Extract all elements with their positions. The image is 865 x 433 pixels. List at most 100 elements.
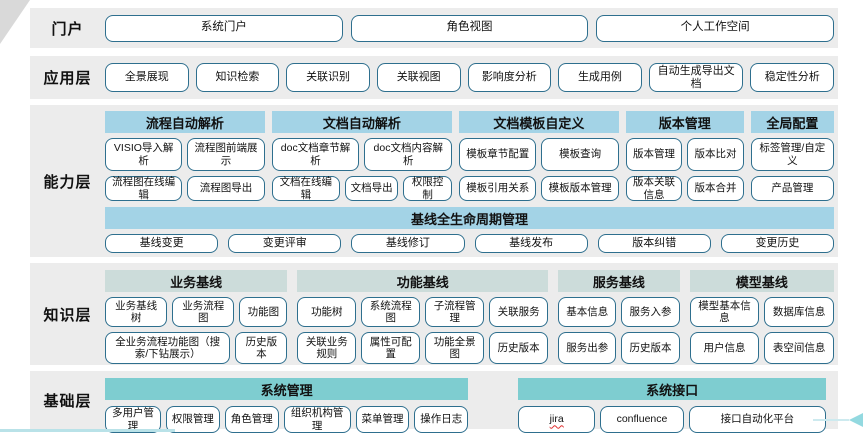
group-global-config: 全局配置 标签管理/自定义 产品管理 — [750, 111, 834, 201]
group-business-baseline: 业务基线 业务基线树 业务流程图 功能图 全业务流程功能图（搜索/下钻展示） 历… — [105, 270, 288, 364]
application-layer-label: 应用层 — [43, 70, 92, 87]
portal-layer-band: 门户 系统门户 角色视图 个人工作空间 — [30, 8, 838, 48]
group-version-mgmt: 版本管理 版本管理 版本比对 版本关联信息 版本合并 — [625, 111, 744, 201]
group-header-document-auto-parse: 文档自动解析 — [271, 111, 453, 133]
application-layer-content: 全景展现 知识检索 关联识别 关联视图 影响度分析 生成用例 自动生成导出文档 … — [105, 56, 838, 99]
node-generate-usecase: 生成用例 — [558, 63, 642, 92]
node-baseline-change: 基线变更 — [105, 234, 219, 253]
left-arrow-icon — [849, 413, 863, 427]
group-header-doc-template-custom: 文档模板自定义 — [459, 111, 619, 133]
foundation-layer-content: 系统管理 多用户管理 权限管理 角色管理 组织机构管理 菜单管理 操作日志 系统… — [105, 371, 838, 433]
foundation-layer-band: 基础层 系统管理 多用户管理 权限管理 角色管理 组织机构管理 菜单管理 操作日… — [30, 371, 838, 433]
group-system-mgmt: 系统管理 多用户管理 权限管理 角色管理 组织机构管理 菜单管理 操作日志 — [105, 378, 469, 433]
arrow-line — [813, 419, 849, 421]
group-header-process-auto-parse: 流程自动解析 — [105, 111, 265, 133]
node-model-basic-info: 模型基本信息 — [689, 297, 760, 327]
node-template-version-mgmt: 模板版本管理 — [541, 176, 619, 201]
group-system-interface: 系统接口 jira confluence 接口自动化平台 — [518, 378, 826, 433]
capability-groups: 流程自动解析 VISIO导入解析 流程图前端展示 流程图在线编辑 流程图导出 文… — [105, 111, 834, 201]
node-product-mgmt: 产品管理 — [750, 176, 834, 201]
group-header-business-baseline: 业务基线 — [105, 270, 288, 292]
node-version-mgmt: 版本管理 — [625, 138, 683, 171]
node-tablespace-info: 表空间信息 — [764, 332, 835, 364]
group-model-baseline: 模型基线 模型基本信息 数据库信息 用户信息 表空间信息 — [689, 270, 835, 364]
node-doc-export: 文档导出 — [344, 176, 399, 201]
node-baseline-publish: 基线发布 — [474, 234, 588, 253]
baseline-lifecycle-row: 基线变更 变更评审 基线修订 基线发布 版本纠错 变更历史 — [105, 234, 835, 253]
node-relation-view: 关联视图 — [376, 63, 461, 92]
node-auto-generate-export-doc: 自动生成导出文档 — [648, 63, 744, 92]
group-header-system-mgmt: 系统管理 — [105, 378, 469, 400]
node-flowchart-online-edit: 流程图在线编辑 — [105, 176, 183, 201]
node-version-merge: 版本合并 — [687, 176, 744, 201]
node-personal-workspace: 个人工作空间 — [596, 14, 835, 42]
node-doc-chapter-parse: doc文档章节解析 — [271, 138, 360, 171]
node-menu-mgmt: 菜单管理 — [355, 406, 410, 433]
node-business-baseline-tree: 业务基线树 — [105, 297, 168, 327]
node-tag-mgmt-custom: 标签管理/自定义 — [750, 138, 834, 171]
node-interface-automation-platform: 接口自动化平台 — [688, 406, 826, 433]
node-permission-control: 权限控制 — [403, 176, 453, 201]
node-doc-online-edit: 文档在线编辑 — [271, 176, 340, 201]
group-header-function-baseline: 功能基线 — [297, 270, 549, 292]
node-knowledge-search: 知识检索 — [195, 63, 280, 92]
node-org-structure-mgmt: 组织机构管理 — [283, 406, 351, 433]
group-service-baseline: 服务基线 基本信息 服务入参 服务出参 历史版本 — [558, 270, 680, 364]
node-flowchart-frontend-display: 流程图前端展示 — [187, 138, 265, 171]
node-related-services: 关联服务 — [489, 297, 549, 327]
node-function-diagram: 功能图 — [239, 297, 288, 327]
group-doc-template-custom: 文档模板自定义 模板章节配置 模板查询 模板引用关系 模板版本管理 — [459, 111, 619, 201]
node-flowchart-export: 流程图导出 — [187, 176, 265, 201]
group-header-service-baseline: 服务基线 — [558, 270, 680, 292]
portal-layer-content: 系统门户 角色视图 个人工作空间 — [105, 8, 838, 48]
node-doc-content-parse: doc文档内容解析 — [364, 138, 453, 171]
node-full-business-flow-function-map: 全业务流程功能图（搜索/下钻展示） — [105, 332, 231, 364]
node-user-info: 用户信息 — [689, 332, 760, 364]
node-role-view: 角色视图 — [350, 14, 589, 42]
node-version-correction: 版本纠错 — [597, 234, 711, 253]
portal-layer-label: 门户 — [51, 20, 84, 38]
application-layer-band: 应用层 全景展现 知识检索 关联识别 关联视图 影响度分析 生成用例 自动生成导… — [30, 56, 838, 99]
node-related-business-rules: 关联业务规则 — [297, 332, 357, 364]
node-function-panorama: 功能全景图 — [425, 332, 485, 364]
capability-layer-band: 能力层 流程自动解析 VISIO导入解析 流程图前端展示 流程图在线编辑 流程图… — [30, 105, 838, 257]
foundation-groups: 系统管理 多用户管理 权限管理 角色管理 组织机构管理 菜单管理 操作日志 系统… — [105, 378, 826, 433]
node-function-tree: 功能树 — [297, 297, 357, 327]
node-subprocess-mgmt: 子流程管理 — [425, 297, 485, 327]
node-system-flowchart: 系统流程图 — [361, 297, 421, 327]
node-service-output-param: 服务出参 — [558, 332, 617, 364]
node-baseline-revise: 基线修订 — [351, 234, 465, 253]
bottom-accent-line — [0, 429, 175, 432]
node-relation-identify: 关联识别 — [286, 63, 370, 92]
group-function-baseline: 功能基线 功能树 系统流程图 子流程管理 关联服务 关联业务规则 属性可配置 功… — [297, 270, 549, 364]
foundation-layer-label: 基础层 — [43, 392, 92, 410]
capability-layer-label: 能力层 — [43, 173, 92, 191]
node-system-portal: 系统门户 — [105, 14, 343, 42]
group-header-global-config: 全局配置 — [750, 111, 834, 133]
node-impact-analysis: 影响度分析 — [467, 63, 552, 92]
node-service-input-param: 服务入参 — [621, 297, 680, 327]
baseline-lifecycle-header: 基线全生命周期管理 — [105, 207, 834, 229]
knowledge-groups: 业务基线 业务基线树 业务流程图 功能图 全业务流程功能图（搜索/下钻展示） 历… — [105, 270, 835, 364]
node-history-version-service: 历史版本 — [621, 332, 680, 364]
node-attribute-configurable: 属性可配置 — [361, 332, 421, 364]
node-panorama-display: 全景展现 — [105, 63, 189, 92]
group-document-auto-parse: 文档自动解析 doc文档章节解析 doc文档内容解析 文档在线编辑 文档导出 权… — [271, 111, 453, 201]
node-version-compare: 版本比对 — [687, 138, 744, 171]
node-service-basic-info: 基本信息 — [558, 297, 617, 327]
node-template-reference-relation: 模板引用关系 — [459, 176, 537, 201]
node-operation-log: 操作日志 — [414, 406, 469, 433]
group-header-system-interface: 系统接口 — [518, 378, 826, 400]
node-business-flowchart: 业务流程图 — [172, 297, 235, 327]
corner-decoration — [0, 0, 30, 44]
node-template-chapter-config: 模板章节配置 — [459, 138, 537, 171]
node-stability-analysis: 稳定性分析 — [750, 63, 835, 92]
knowledge-layer-label: 知识层 — [43, 306, 92, 324]
node-role-mgmt: 角色管理 — [224, 406, 279, 433]
group-header-model-baseline: 模型基线 — [689, 270, 834, 292]
node-confluence: confluence — [600, 406, 684, 433]
node-visio-import-parse: VISIO导入解析 — [105, 138, 183, 171]
node-history-version-business: 历史版本 — [235, 332, 288, 364]
node-database-info: 数据库信息 — [764, 297, 835, 327]
